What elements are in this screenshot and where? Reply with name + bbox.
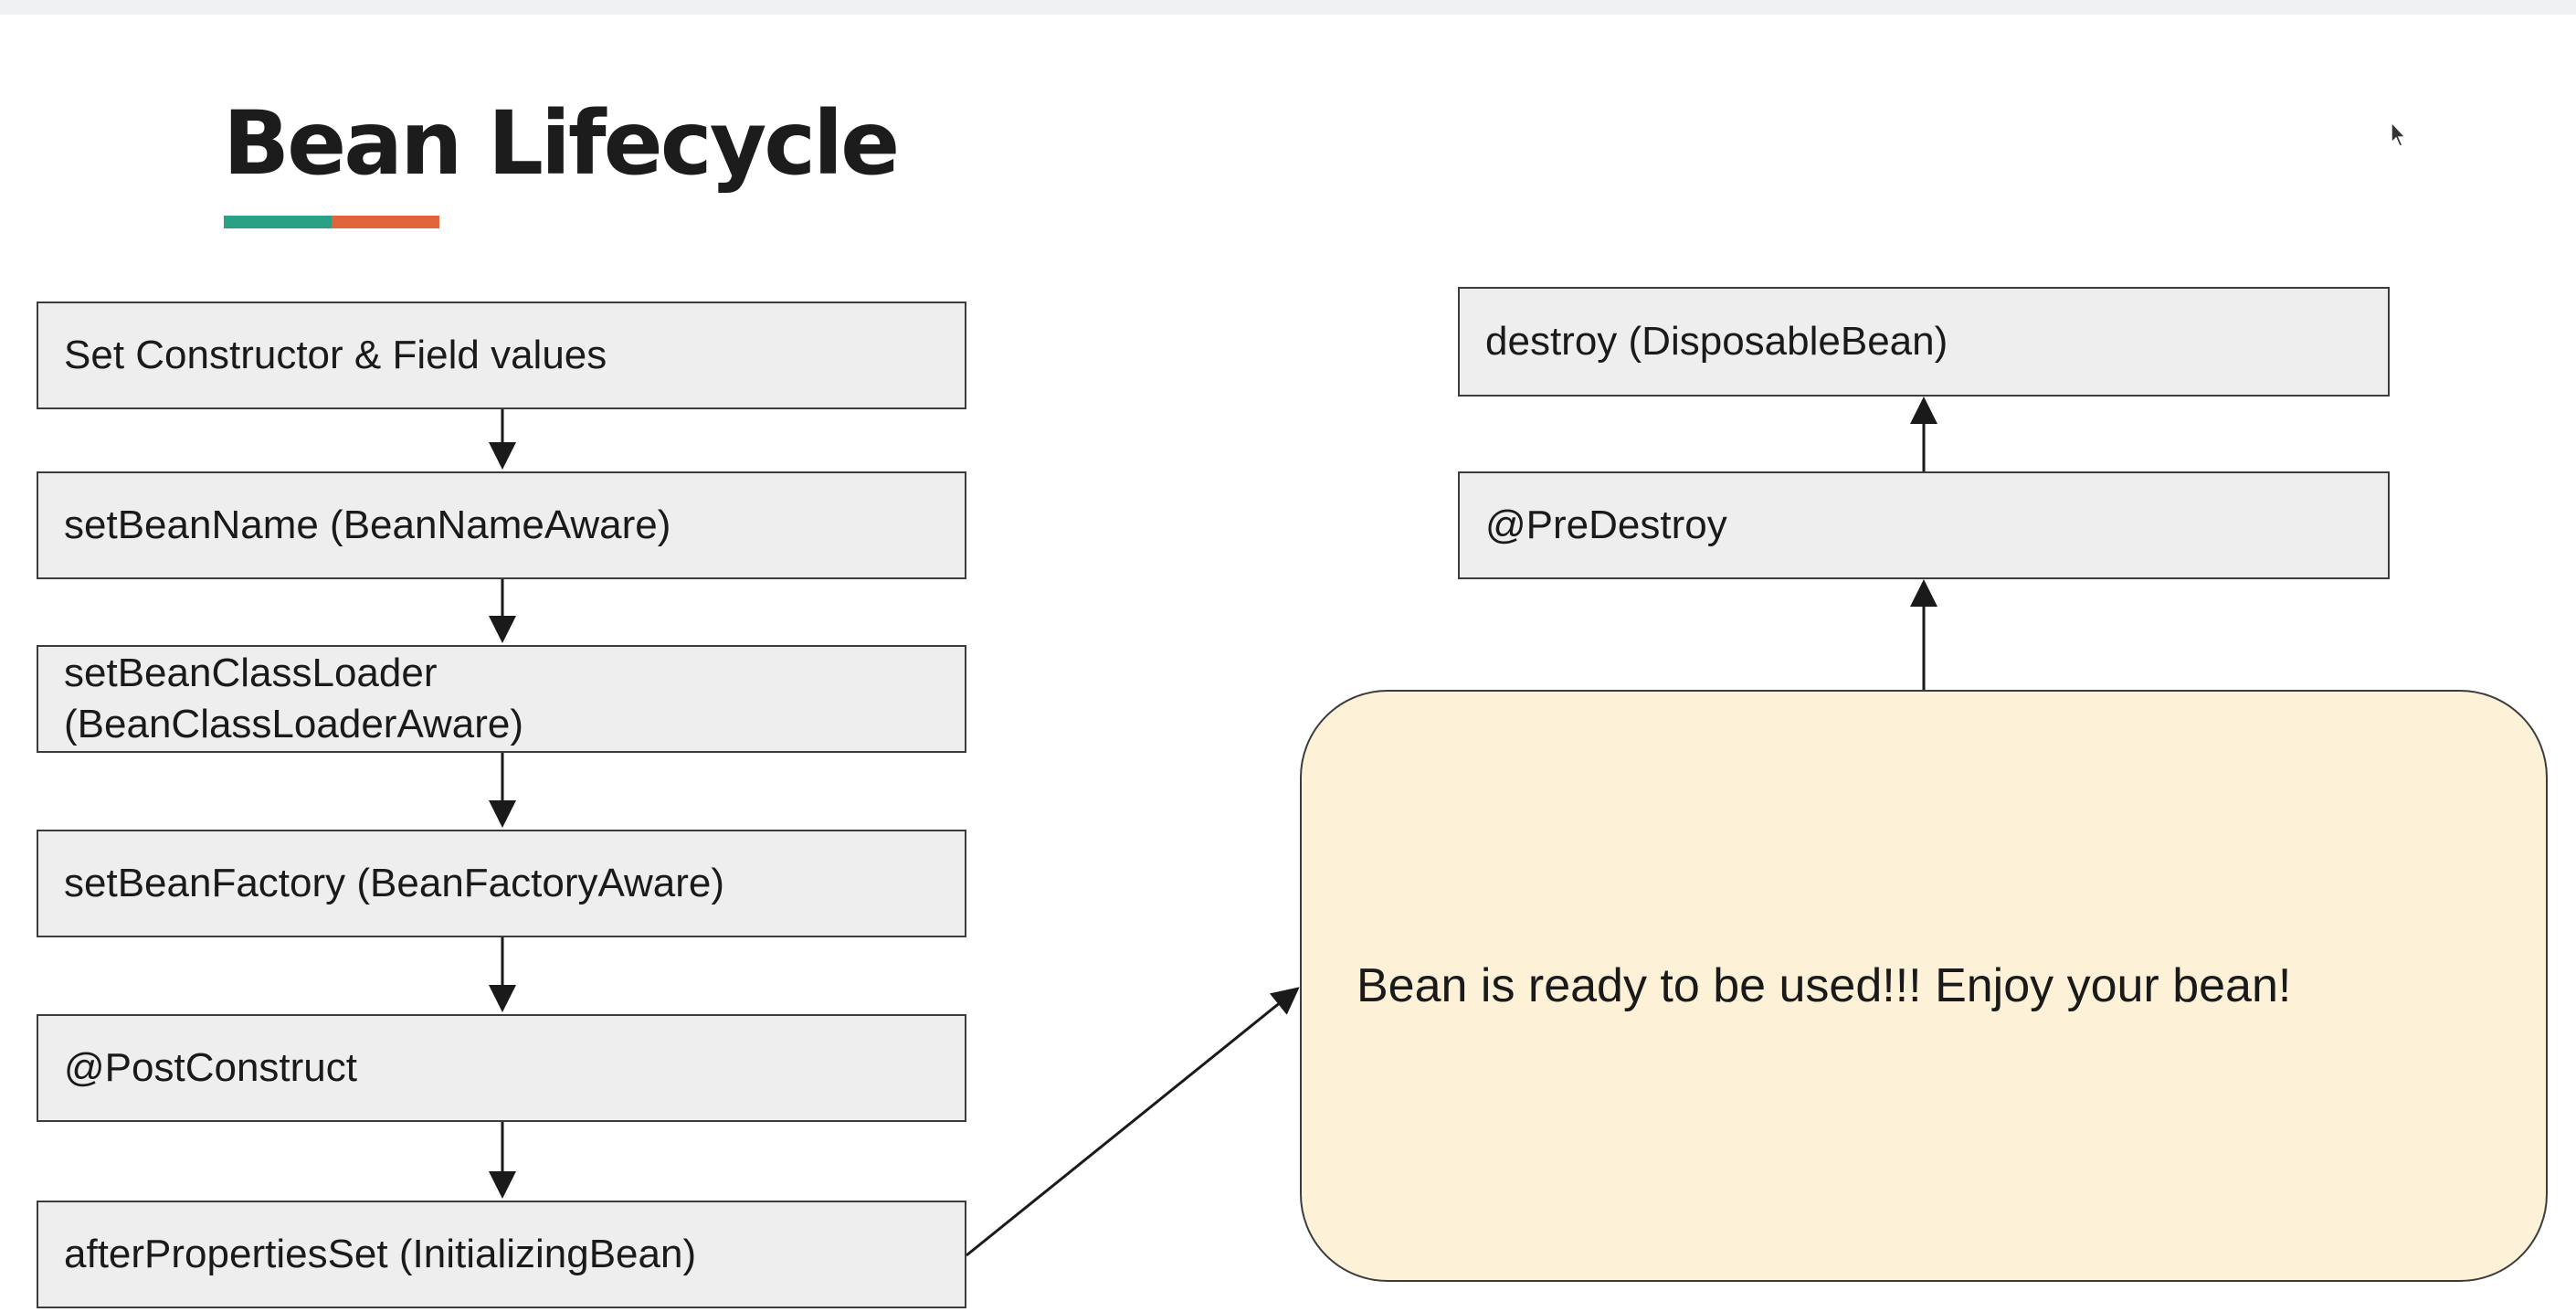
- step-set-bean-factory: setBeanFactory (BeanFactoryAware): [37, 830, 966, 937]
- step-after-properties-set: afterPropertiesSet (InitializingBean): [37, 1201, 966, 1308]
- step-label: setBeanFactory (BeanFactoryAware): [64, 861, 725, 905]
- step-set-constructor-field-values: Set Constructor & Field values: [37, 302, 966, 409]
- step-label: @PostConstruct: [64, 1045, 357, 1090]
- slide-title: Bean Lifecycle: [223, 92, 900, 195]
- step-pre-destroy: @PreDestroy: [1458, 471, 2390, 579]
- underline-orange-segment: [332, 216, 439, 228]
- step-label: afterPropertiesSet (InitializingBean): [64, 1232, 697, 1276]
- ready-message: Bean is ready to be used!!! Enjoy your b…: [1357, 959, 2292, 1012]
- top-bar: [0, 0, 2576, 15]
- underline-green-segment: [224, 216, 332, 228]
- title-underline: [224, 216, 439, 228]
- mouse-pointer-icon: [2391, 121, 2407, 147]
- bean-ready-box: Bean is ready to be used!!! Enjoy your b…: [1300, 690, 2548, 1282]
- step-set-bean-class-loader: setBeanClassLoader (BeanClassLoaderAware…: [37, 645, 966, 753]
- step-set-bean-name: setBeanName (BeanNameAware): [37, 471, 966, 579]
- step-label: setBeanClassLoader (BeanClassLoaderAware…: [64, 651, 524, 746]
- step-label: Set Constructor & Field values: [64, 333, 607, 377]
- step-destroy-disposable-bean: destroy (DisposableBean): [1458, 287, 2390, 397]
- arrow-step6-to-ready: [966, 987, 1300, 1257]
- step-label: setBeanName (BeanNameAware): [64, 503, 671, 547]
- step-label: destroy (DisposableBean): [1485, 319, 1948, 364]
- step-post-construct: @PostConstruct: [37, 1014, 966, 1122]
- step-label: @PreDestroy: [1485, 503, 1727, 547]
